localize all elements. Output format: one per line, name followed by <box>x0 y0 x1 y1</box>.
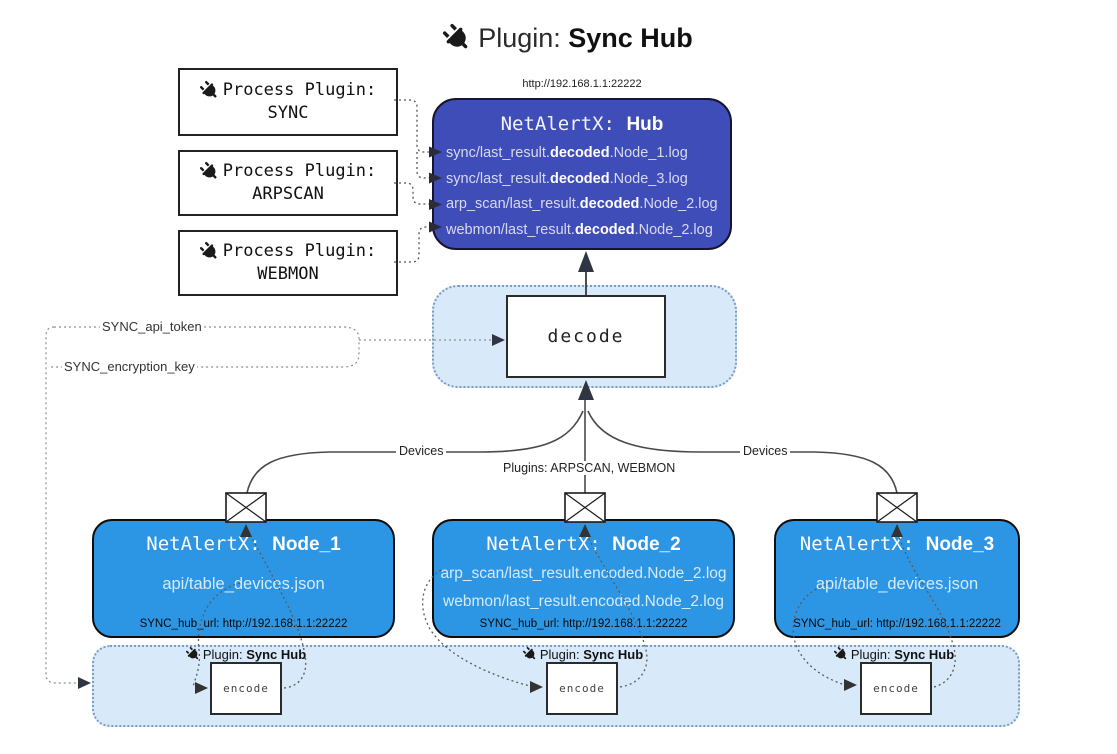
node-title: NetAlertX: Node_2 <box>486 533 681 555</box>
node-title: NetAlertX: Node_3 <box>799 533 995 555</box>
hub-url: http://192.168.1.1:22222 <box>522 78 642 90</box>
process-plugin-arpscan-box: Process Plugin: ARPSCAN <box>178 150 398 216</box>
plug-icon <box>196 77 223 104</box>
node-file: arp_scan/last_result.encoded.Node_2.log <box>440 565 727 582</box>
node-hub-url: SYNC_hub_url: http://192.168.1.1:22222 <box>479 618 688 630</box>
hub-file: sync/last_result.decoded.Node_1.log <box>446 145 688 161</box>
sync-api-token-label: SYNC_api_token <box>100 319 204 334</box>
page-title-prefix: Plugin: <box>478 22 569 53</box>
plugins-mid-label: Plugins: ARPSCAN, WEBMON <box>500 461 679 475</box>
node-hub-url: SYNC_hub_url: http://192.168.1.1:22222 <box>139 618 348 630</box>
process-plugin-name: WEBMON <box>257 264 319 284</box>
devices-right-label: Devices <box>740 444 791 458</box>
plug-icon <box>196 238 223 265</box>
hub-file: arp_scan/last_result.decoded.Node_2.log <box>446 196 718 212</box>
node-1-box: NetAlertX: Node_1 api/table_devices.json… <box>92 519 395 638</box>
node-3-box: NetAlertX: Node_3 api/table_devices.json… <box>774 519 1020 638</box>
plug-icon <box>437 18 477 58</box>
encode-box: encode <box>210 662 282 715</box>
hub-file: webmon/last_result.decoded.Node_2.log <box>446 221 713 238</box>
process-plugin-name: SYNC <box>267 103 309 123</box>
node-file: api/table_devices.json <box>815 575 979 593</box>
encode-plugin-label: Plugin: Sync Hub <box>166 646 326 662</box>
decode-box: decode <box>506 295 666 378</box>
hub-title: NetAlertX: Hub <box>500 113 664 135</box>
node-fan-edges <box>246 400 898 494</box>
encode-plugin-label: Plugin: Sync Hub <box>503 646 663 662</box>
envelope-icon <box>876 492 918 523</box>
hub-file: sync/last_result.decoded.Node_3.log <box>446 170 688 187</box>
decode-to-hub-arrowhead <box>578 251 594 272</box>
process-plugin-label: Process Plugin: <box>222 80 377 100</box>
encode-plugin-label: Plugin: Sync Hub <box>814 646 974 662</box>
encode-box: encode <box>860 662 932 715</box>
process-to-hub-edges <box>394 99 429 263</box>
node-2-box: NetAlertX: Node_2 arp_scan/last_result.e… <box>432 519 735 638</box>
envelope-icon <box>564 492 606 523</box>
page-title: Plugin: Sync Hub <box>368 16 768 60</box>
node-file: api/table_devices.json <box>162 575 325 593</box>
node-hub-url: SYNC_hub_url: http://192.168.1.1:22222 <box>793 618 1001 630</box>
plug-icon <box>831 644 851 664</box>
plug-icon <box>196 158 223 185</box>
devices-left-label: Devices <box>396 444 447 458</box>
hub-box: NetAlertX: Hub sync/last_result.decoded.… <box>432 98 732 250</box>
process-plugin-webmon-box: Process Plugin: WEBMON <box>178 230 398 296</box>
process-plugin-sync-box: Process Plugin: SYNC <box>178 68 398 136</box>
envelope-icon <box>225 492 267 523</box>
node-file: webmon/last_result.encoded.Node_2.log <box>443 593 724 610</box>
plug-icon <box>520 644 540 664</box>
plug-icon <box>183 644 203 664</box>
process-plugin-label: Process Plugin: <box>222 161 377 181</box>
process-plugin-label: Process Plugin: <box>222 241 377 261</box>
process-plugin-name: ARPSCAN <box>252 184 324 204</box>
sync-encryption-key-label: SYNC_encryption_key <box>62 359 197 374</box>
node-title: NetAlertX: Node_1 <box>146 533 341 555</box>
encode-box: encode <box>546 662 618 715</box>
hub-file-list: sync/last_result.decoded.Node_1.log sync… <box>434 141 730 243</box>
node-file-list: arp_scan/last_result.encoded.Node_2.log … <box>434 560 733 616</box>
page-title-bold: Sync Hub <box>568 22 693 53</box>
